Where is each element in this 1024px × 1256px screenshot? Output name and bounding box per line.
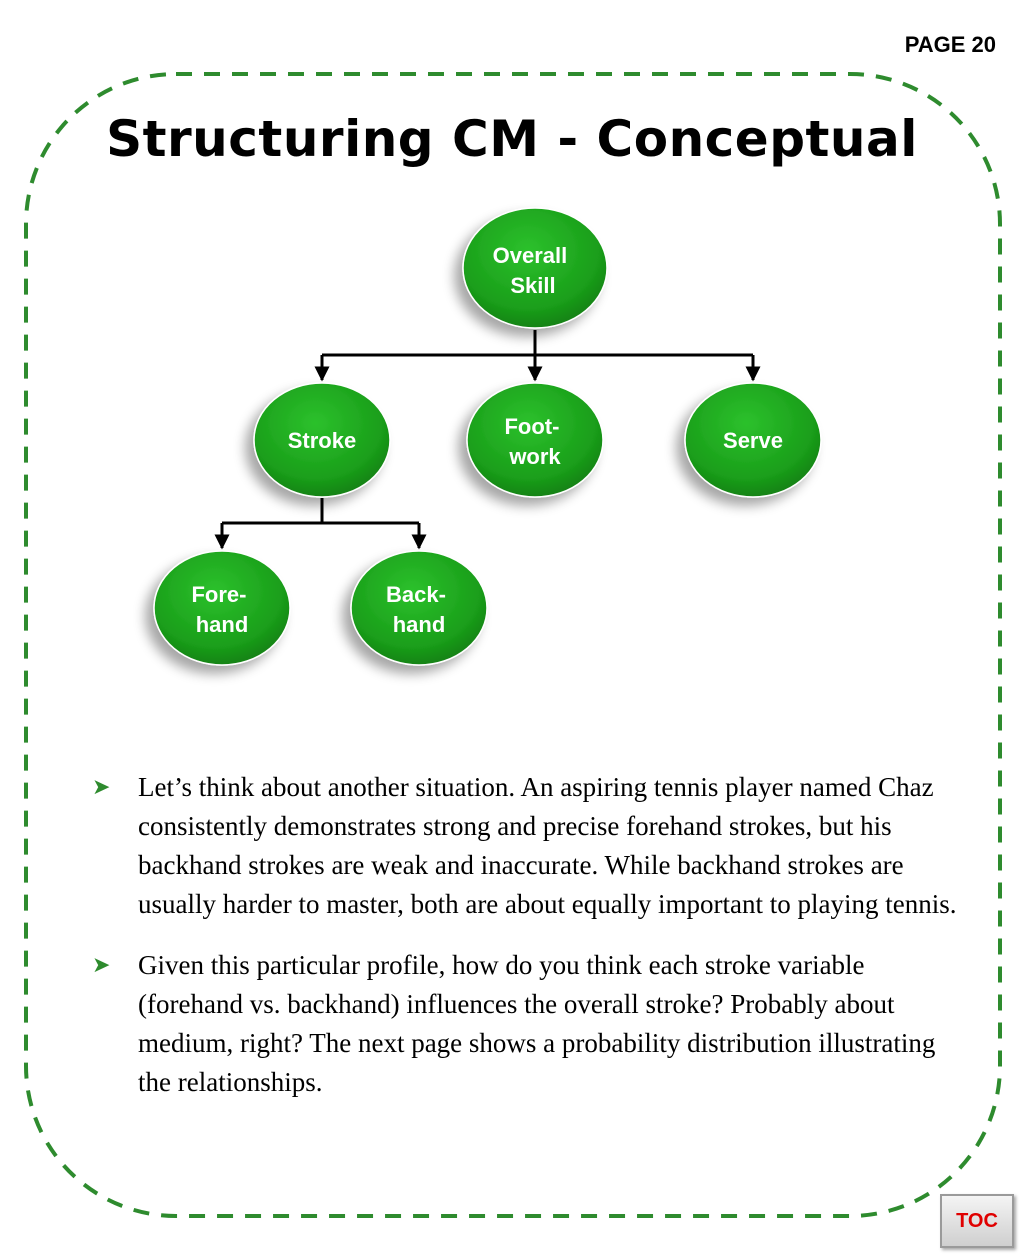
bullet-text: Let’s think about another situation. An … <box>138 772 957 919</box>
svg-text:Overall Skill: Overall Skill <box>493 243 574 298</box>
arrow-bullet-icon: ➤ <box>92 775 111 800</box>
node-label-line: Skill <box>510 273 555 298</box>
node-label: Serve <box>723 428 783 453</box>
node-label-line: Overall <box>493 243 568 268</box>
connectors <box>214 330 761 550</box>
bullet-list: ➤ Let’s think about another situation. A… <box>88 768 958 1124</box>
node-backhand: Back- hand <box>350 550 488 666</box>
node-forehand: Fore- hand <box>153 550 291 666</box>
svg-text:Back- hand: Back- hand <box>386 582 452 637</box>
node-label-line: Back- <box>386 582 446 607</box>
node-label-line: Foot- <box>504 414 559 439</box>
node-stroke: Stroke <box>253 382 391 498</box>
toc-button[interactable]: TOC <box>940 1194 1014 1248</box>
svg-text:Foot- work: Foot- work <box>504 414 565 469</box>
page-number: PAGE 20 <box>904 32 996 57</box>
arrow-bullet-icon: ➤ <box>92 953 111 978</box>
bullet-text: Given this particular profile, how do yo… <box>138 950 936 1097</box>
node-serve: Serve <box>684 382 822 498</box>
node-label-line: work <box>508 444 561 469</box>
node-label-line: hand <box>393 612 446 637</box>
node-overall-skill: Overall Skill <box>462 207 608 329</box>
page-title: Structuring CM - Conceptual <box>106 110 918 168</box>
bullet-item: ➤ Let’s think about another situation. A… <box>88 768 958 924</box>
node-label: Stroke <box>288 428 356 453</box>
node-footwork: Foot- work <box>466 382 604 498</box>
node-label-line: Fore- <box>191 582 246 607</box>
bullet-item: ➤ Given this particular profile, how do … <box>88 946 958 1102</box>
svg-text:Fore- hand: Fore- hand <box>191 582 252 637</box>
node-label-line: hand <box>196 612 249 637</box>
